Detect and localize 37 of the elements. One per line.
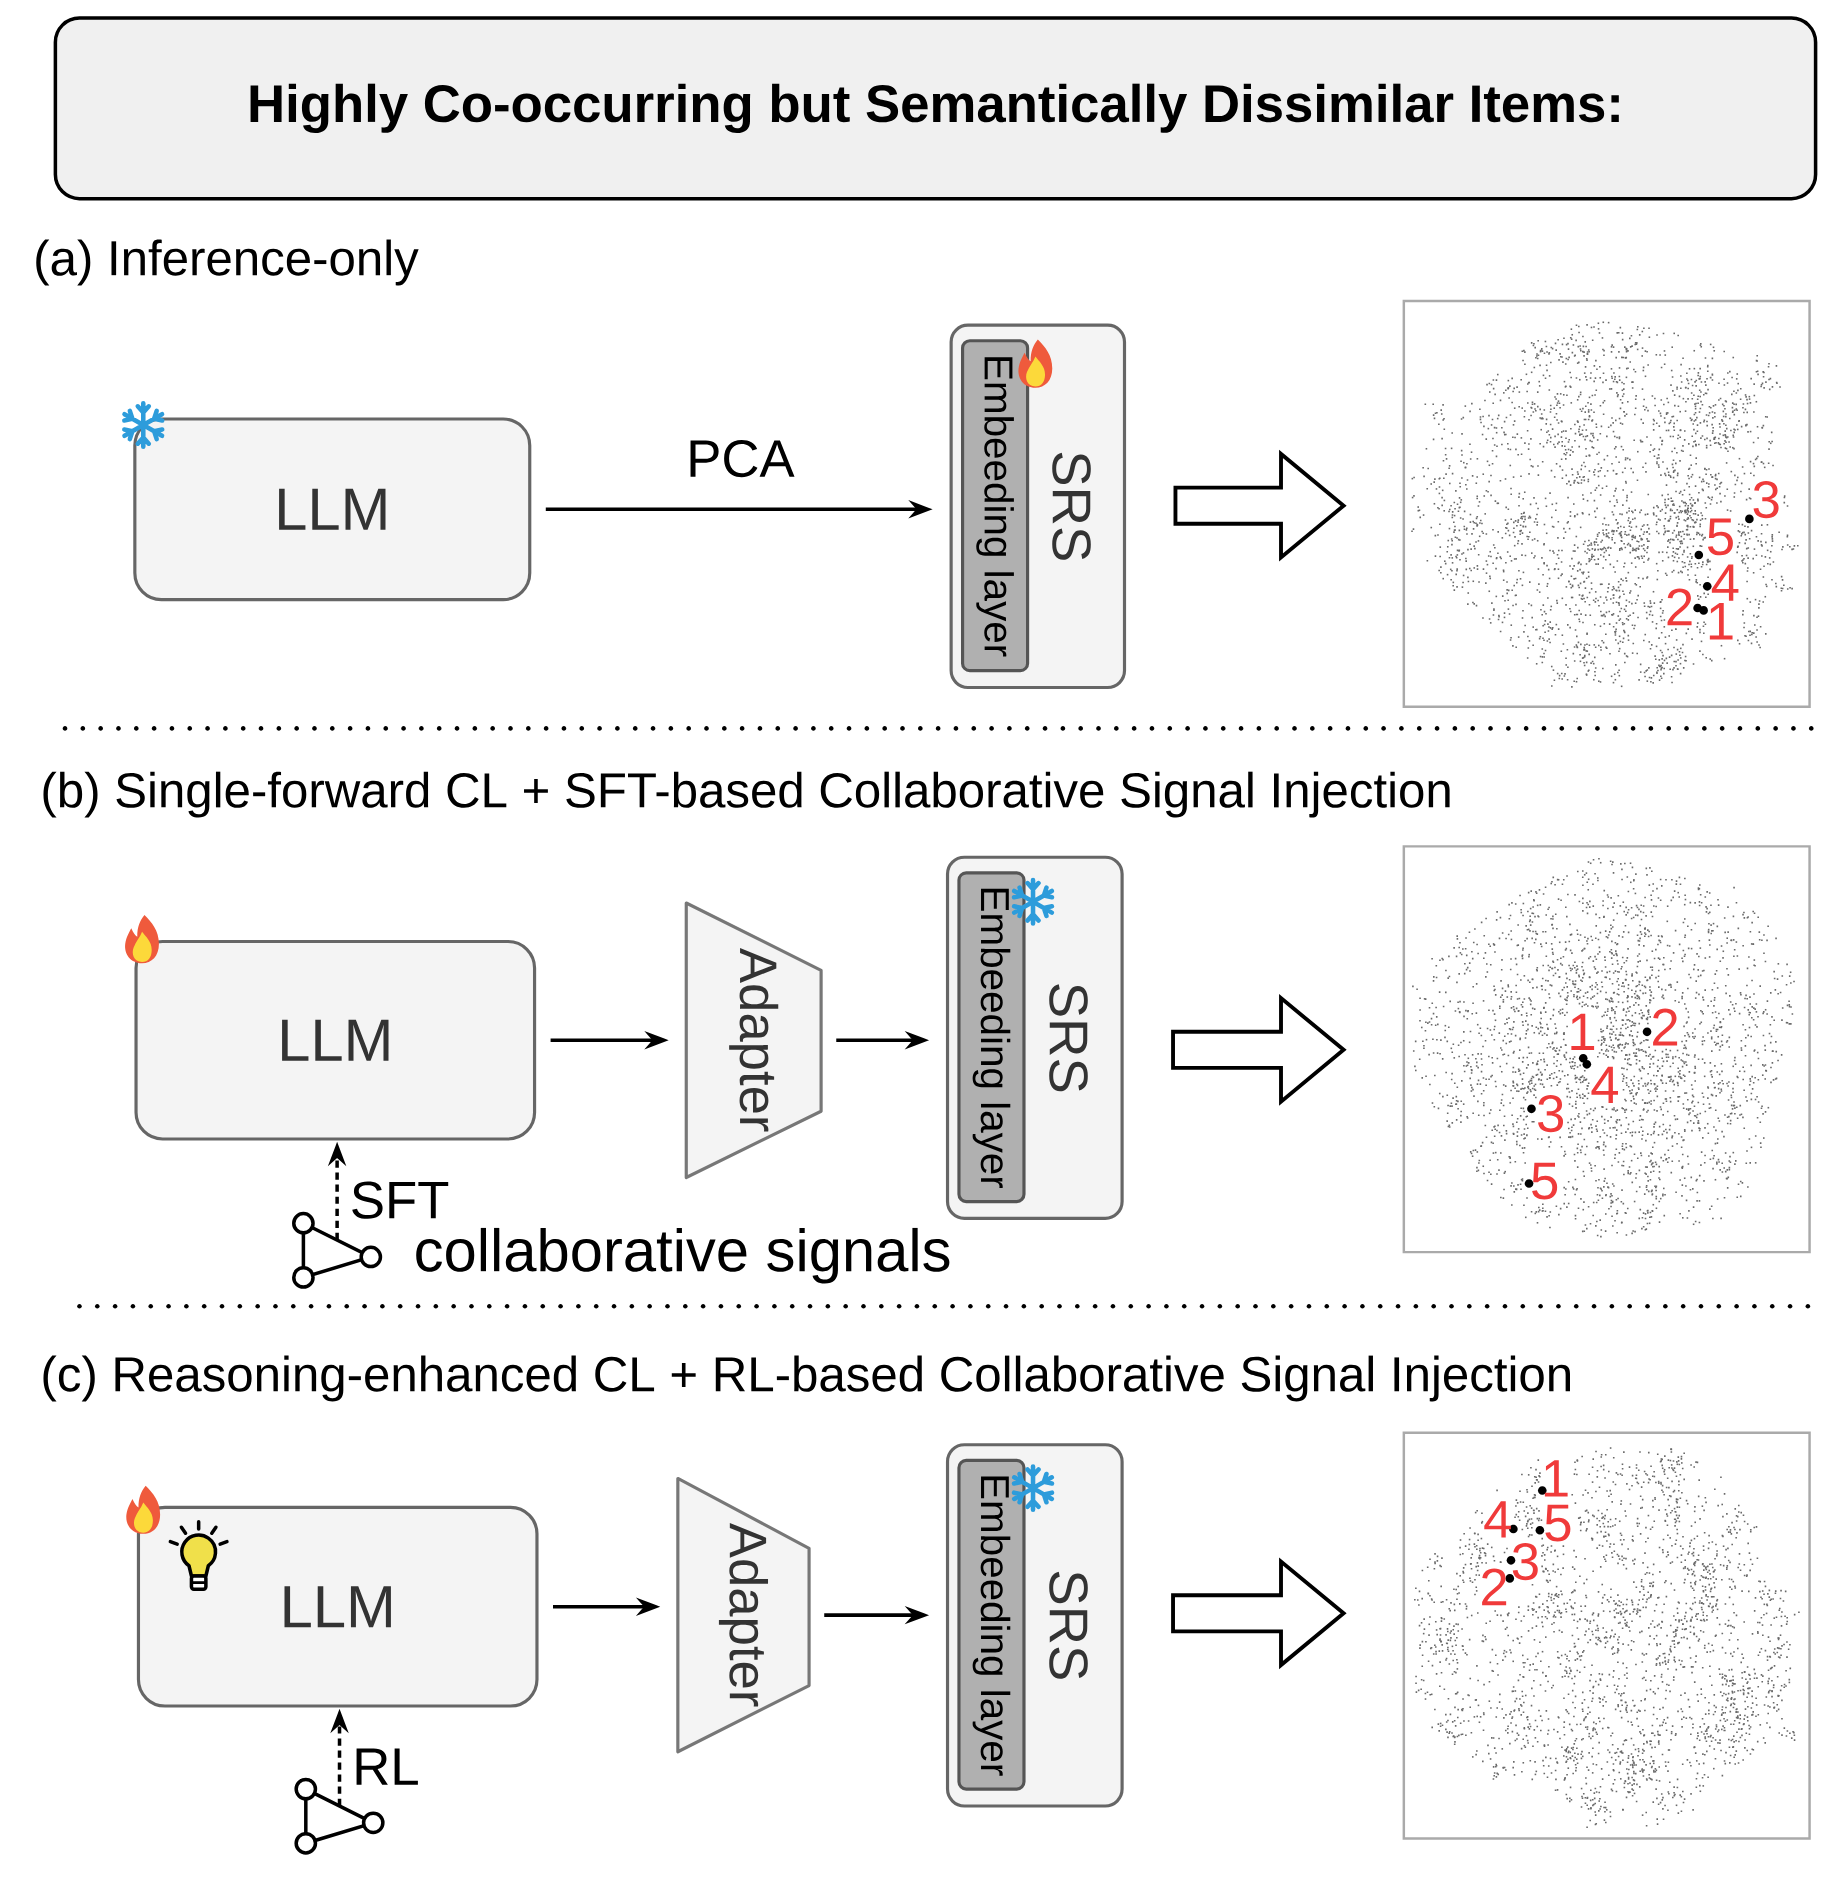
scatter-plot <box>1402 845 1811 1254</box>
callout-number: 5 <box>1545 1504 1571 1542</box>
callout-number: 2 <box>1667 588 1692 626</box>
edge-label: PCA <box>690 439 795 478</box>
section-title: (c) Reasoning-enhanced CL + RL-based Collaborative Signal Injection <box>43 1355 1570 1402</box>
process-box: LLM <box>134 939 537 1141</box>
block-arrow <box>1171 1557 1347 1670</box>
scatter-plot <box>1402 299 1811 708</box>
layer-box: Embeeding layer <box>957 1458 1026 1791</box>
process-box: LLM <box>136 1505 539 1708</box>
callout-number: 5 <box>1532 1162 1558 1200</box>
callout-number: 4 <box>1591 1066 1618 1103</box>
process-box: LLM <box>133 417 532 602</box>
adapter-trapezoid: Adapter <box>676 1476 811 1754</box>
callout-number: 2 <box>1653 1008 1678 1046</box>
callout-number: 3 <box>1512 1542 1538 1581</box>
scatter-plot <box>1402 1431 1811 1840</box>
callout-number: 3 <box>1753 480 1779 519</box>
callout-number: 1 <box>1709 603 1733 640</box>
heading-box: Highly Co-occurring but Semantically Dissimilar Items: <box>53 16 1818 201</box>
callout-number: 1 <box>1571 1013 1595 1050</box>
block-arrow <box>1173 449 1347 562</box>
caption-text: collaborative signals <box>416 1227 950 1284</box>
callout-number: 2 <box>1482 1568 1507 1606</box>
block-arrow <box>1171 993 1347 1106</box>
callout-number: 3 <box>1538 1095 1564 1133</box>
callout-number: 4 <box>1484 1501 1511 1538</box>
section-title: (b) Single-forward CL + SFT-based Collaborative Signal Injection <box>43 771 1450 818</box>
callout-number: 1 <box>1544 1460 1568 1497</box>
section-title: (a) Inference-only <box>36 239 419 286</box>
callout-number: 5 <box>1707 518 1733 556</box>
layer-box: Embeeding layer <box>961 339 1030 673</box>
callout-number: 4 <box>1711 564 1739 601</box>
adapter-trapezoid: Adapter <box>684 901 823 1180</box>
edge-label: RL <box>356 1748 418 1785</box>
layer-box: Embeeding layer <box>957 871 1026 1204</box>
edge-label: SFT <box>352 1181 449 1219</box>
